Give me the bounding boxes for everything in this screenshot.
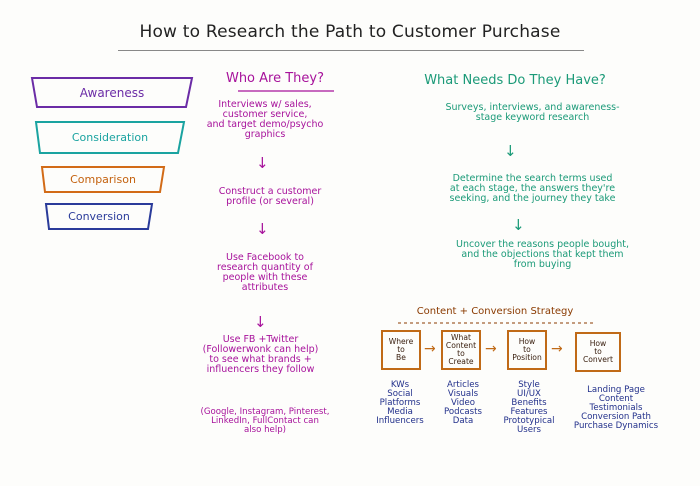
funnel-label: Comparison [70, 173, 136, 186]
funnel-stage-conversion: Conversion [46, 204, 152, 229]
funnel-stage-comparison: Comparison [42, 167, 164, 192]
who-step-5: (Google, Instagram, Pinterest, LinkedIn,… [200, 407, 330, 436]
strategy-items-convert: Landing Page Content Testimonials Conver… [573, 385, 659, 432]
down-arrow-icon: ↓ [512, 216, 525, 234]
funnel-stage-awareness: Awareness [32, 78, 192, 107]
strategy-heading: Content + Conversion Strategy [416, 306, 574, 317]
strategy-box-how-to-position: How to Position [507, 330, 547, 370]
strategy-box-where-to-be: Where to Be [381, 330, 421, 370]
strategy-box-how-to-convert: How to Convert [575, 332, 621, 372]
down-arrow-icon: ↓ [256, 154, 269, 172]
right-arrow-icon: → [424, 341, 436, 357]
needs-step-2: Determine the search terms used at each … [449, 173, 616, 204]
funnel-stage-consideration-shape [34, 121, 186, 154]
funnel-stage-comparison-shape [40, 166, 166, 193]
strategy-items-position: Style UI/UX Benefits Features Prototypic… [503, 380, 555, 436]
needs-step-3: Uncover the reasons people bought, and t… [455, 239, 629, 270]
funnel-stage-consideration: Consideration [36, 122, 184, 153]
down-arrow-icon: ↓ [504, 142, 517, 160]
funnel-label: Consideration [71, 131, 149, 144]
who-heading: Who Are They? [225, 71, 325, 86]
who-step-3: Use Facebook to research quantity of peo… [217, 252, 313, 293]
strategy-items-where: KWs Social Platforms Media Influencers [376, 380, 424, 427]
down-arrow-icon: ↓ [254, 313, 267, 331]
down-arrow-icon: ↓ [256, 220, 269, 238]
right-arrow-icon: → [485, 341, 497, 357]
who-step-2: Construct a customer profile (or several… [218, 186, 322, 207]
funnel-label: Awareness [79, 85, 145, 100]
needs-step-1: Surveys, interviews, and awareness- stag… [445, 102, 620, 123]
funnel-stage-conversion-shape [44, 203, 154, 230]
strategy-items-what: Articles Visuals Video Podcasts Data [444, 380, 482, 427]
who-step-1: Interviews w/ sales, customer service, a… [206, 99, 324, 140]
funnel-stage-awareness-shape [30, 77, 194, 108]
funnel-label: Conversion [68, 210, 130, 223]
needs-heading: What Needs Do They Have? [424, 73, 606, 88]
page-title: How to Research the Path to Customer Pur… [139, 22, 561, 42]
right-arrow-icon: → [551, 341, 563, 357]
title-underline [118, 50, 584, 51]
who-step-4: Use FB +Twitter (Followerwonk can help) … [202, 334, 319, 375]
strategy-box-what-content: What Content to Create [441, 330, 481, 370]
